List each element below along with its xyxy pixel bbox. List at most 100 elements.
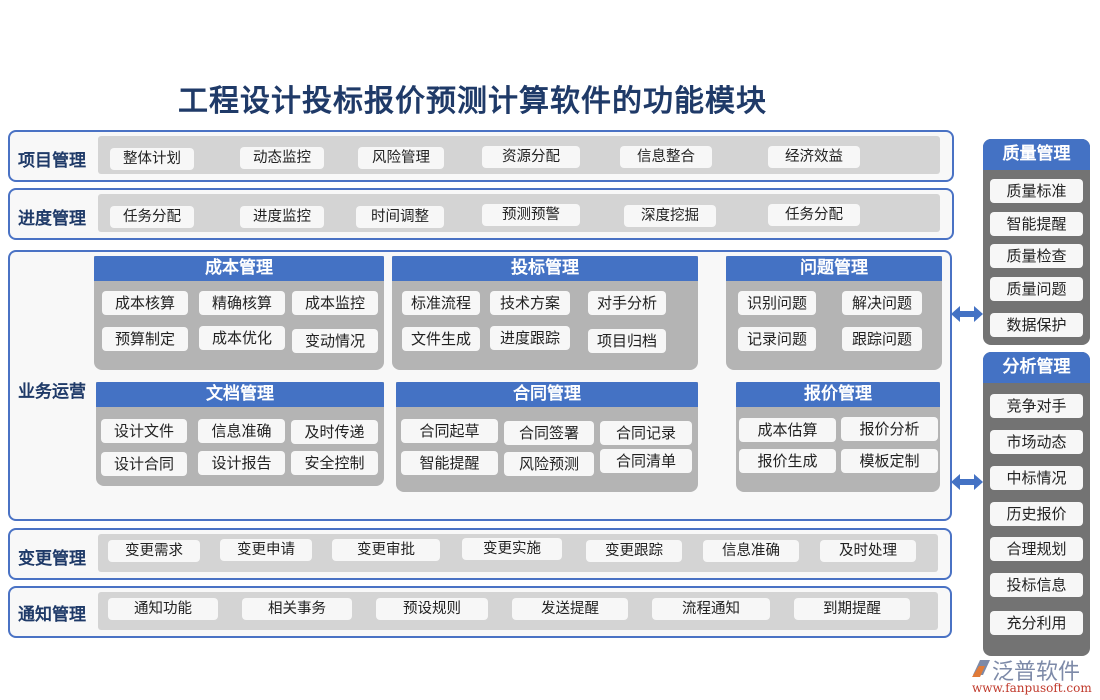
page-title: 工程设计投标报价预测计算软件的功能模块 [178,84,767,119]
module-chip[interactable]: 设计合同 [101,452,187,476]
module-chip[interactable]: 合同签署 [504,421,594,445]
module-chip[interactable]: 合理规划 [990,537,1083,561]
module-chip[interactable]: 数据保护 [990,313,1083,337]
row-label: 业务运营 [18,382,86,402]
module-chip[interactable]: 变更跟踪 [586,540,682,562]
module-chip[interactable]: 成本优化 [199,326,285,350]
module-chip[interactable]: 成本估算 [739,418,836,442]
module-chip[interactable]: 质量问题 [990,277,1083,301]
module-chip[interactable]: 时间调整 [356,206,444,228]
module-chip[interactable]: 精确核算 [199,291,285,315]
brand-logo: 泛普软件 www.fanpusoft.com [968,654,1098,700]
module-chip[interactable]: 投标信息 [990,573,1083,597]
module-chip[interactable]: 到期提醒 [794,598,910,620]
module-chip[interactable]: 风险管理 [358,147,444,169]
side-panel-title: 质量管理 [983,139,1090,170]
module-chip[interactable]: 及时传递 [291,420,378,444]
row-bar: 变更需求 变更申请 变更审批 变更实施 变更跟踪 信息准确 及时处理 [98,534,938,572]
row-label: 进度管理 [18,209,86,229]
module-chip[interactable]: 任务分配 [110,206,194,228]
module-chip[interactable]: 成本监控 [292,291,378,315]
module-chip[interactable]: 合同清单 [600,449,692,473]
row-label: 项目管理 [18,151,86,171]
module-chip[interactable]: 动态监控 [240,147,324,169]
module-chip[interactable]: 解决问题 [842,291,922,315]
module-chip[interactable]: 预测预警 [482,204,580,226]
row-business-operations: 业务运营 成本管理 成本核算 精确核算 成本监控 预算制定 成本优化 变动情况 … [8,250,952,521]
row-change-management: 变更管理 变更需求 变更申请 变更审批 变更实施 变更跟踪 信息准确 及时处理 [8,528,952,580]
module-chip[interactable]: 信息准确 [703,540,799,562]
module-chip[interactable]: 识别问题 [738,291,816,315]
module-chip[interactable]: 项目归档 [588,329,666,353]
module-chip[interactable]: 文件生成 [402,327,480,351]
group-title: 问题管理 [726,256,942,281]
logo-icon [972,660,990,677]
module-chip[interactable]: 流程通知 [652,598,770,620]
row-bar: 任务分配 进度监控 时间调整 预测预警 深度挖掘 任务分配 [98,194,940,232]
group-document-management: 文档管理 设计文件 信息准确 及时传递 设计合同 设计报告 安全控制 [96,382,384,486]
module-chip[interactable]: 预算制定 [102,327,188,351]
module-chip[interactable]: 资源分配 [482,146,580,168]
group-bid-management: 投标管理 标准流程 技术方案 对手分析 文件生成 进度跟踪 项目归档 [392,256,698,370]
module-chip[interactable]: 成本核算 [102,291,188,315]
module-chip[interactable]: 报价分析 [841,417,938,441]
module-chip[interactable]: 变更审批 [332,539,440,561]
double-arrow-icon [951,474,983,490]
module-chip[interactable]: 报价生成 [739,449,836,473]
module-chip[interactable]: 深度挖掘 [624,205,716,227]
module-chip[interactable]: 变动情况 [292,329,378,353]
module-chip[interactable]: 任务分配 [768,204,860,226]
module-chip[interactable]: 整体计划 [110,148,194,170]
module-chip[interactable]: 信息准确 [198,419,285,443]
module-chip[interactable]: 变更申请 [220,539,312,561]
module-chip[interactable]: 变更需求 [108,540,200,562]
side-panel-title: 分析管理 [983,352,1090,383]
module-chip[interactable]: 质量检查 [990,244,1083,268]
logo-url: www.fanpusoft.com [972,681,1092,695]
row-bar: 整体计划 动态监控 风险管理 资源分配 信息整合 经济效益 [98,136,940,174]
module-chip[interactable]: 变更实施 [462,538,562,560]
module-chip[interactable]: 记录问题 [738,327,816,351]
module-chip[interactable]: 智能提醒 [401,451,498,475]
module-chip[interactable]: 信息整合 [620,146,712,168]
side-panel-analysis-management: 分析管理 竞争对手 市场动态 中标情况 历史报价 合理规划 投标信息 充分利用 [983,352,1090,656]
side-panel-quality-management: 质量管理 质量标准 智能提醒 质量检查 质量问题 数据保护 [983,139,1090,345]
module-chip[interactable]: 预设规则 [376,598,488,620]
module-chip[interactable]: 安全控制 [291,451,378,475]
module-chip[interactable]: 充分利用 [990,611,1083,635]
row-label: 变更管理 [18,549,86,569]
module-chip[interactable]: 通知功能 [108,598,218,620]
module-chip[interactable]: 历史报价 [990,502,1083,526]
module-chip[interactable]: 标准流程 [402,291,480,315]
module-chip[interactable]: 设计报告 [198,451,285,475]
module-chip[interactable]: 进度监控 [240,206,324,228]
module-chip[interactable]: 及时处理 [820,540,916,562]
double-arrow-icon [951,306,983,322]
module-chip[interactable]: 设计文件 [101,419,187,443]
module-chip[interactable]: 质量标准 [990,179,1083,203]
row-bar: 通知功能 相关事务 预设规则 发送提醒 流程通知 到期提醒 [98,592,938,630]
module-chip[interactable]: 合同起草 [401,419,498,443]
module-chip[interactable]: 对手分析 [588,291,666,315]
module-chip[interactable]: 发送提醒 [512,598,628,620]
group-title: 报价管理 [736,382,940,407]
row-progress-management: 进度管理 任务分配 进度监控 时间调整 预测预警 深度挖掘 任务分配 [8,188,954,240]
group-contract-management: 合同管理 合同起草 合同签署 合同记录 智能提醒 风险预测 合同清单 [396,382,698,492]
module-chip[interactable]: 智能提醒 [990,212,1083,236]
module-chip[interactable]: 跟踪问题 [842,327,922,351]
group-title: 文档管理 [96,382,384,407]
module-chip[interactable]: 竞争对手 [990,394,1083,418]
group-title: 投标管理 [392,256,698,281]
module-chip[interactable]: 相关事务 [242,598,352,620]
module-chip[interactable]: 经济效益 [768,146,860,168]
module-chip[interactable]: 模板定制 [841,449,938,473]
module-chip[interactable]: 技术方案 [490,291,570,315]
module-chip[interactable]: 市场动态 [990,430,1083,454]
module-chip[interactable]: 进度跟踪 [490,326,570,350]
module-chip[interactable]: 合同记录 [600,421,692,445]
group-quote-management: 报价管理 成本估算 报价分析 报价生成 模板定制 [736,382,940,492]
module-chip[interactable]: 风险预测 [504,452,594,476]
module-chip[interactable]: 中标情况 [990,466,1083,490]
group-title: 合同管理 [396,382,698,407]
group-title: 成本管理 [94,256,384,281]
